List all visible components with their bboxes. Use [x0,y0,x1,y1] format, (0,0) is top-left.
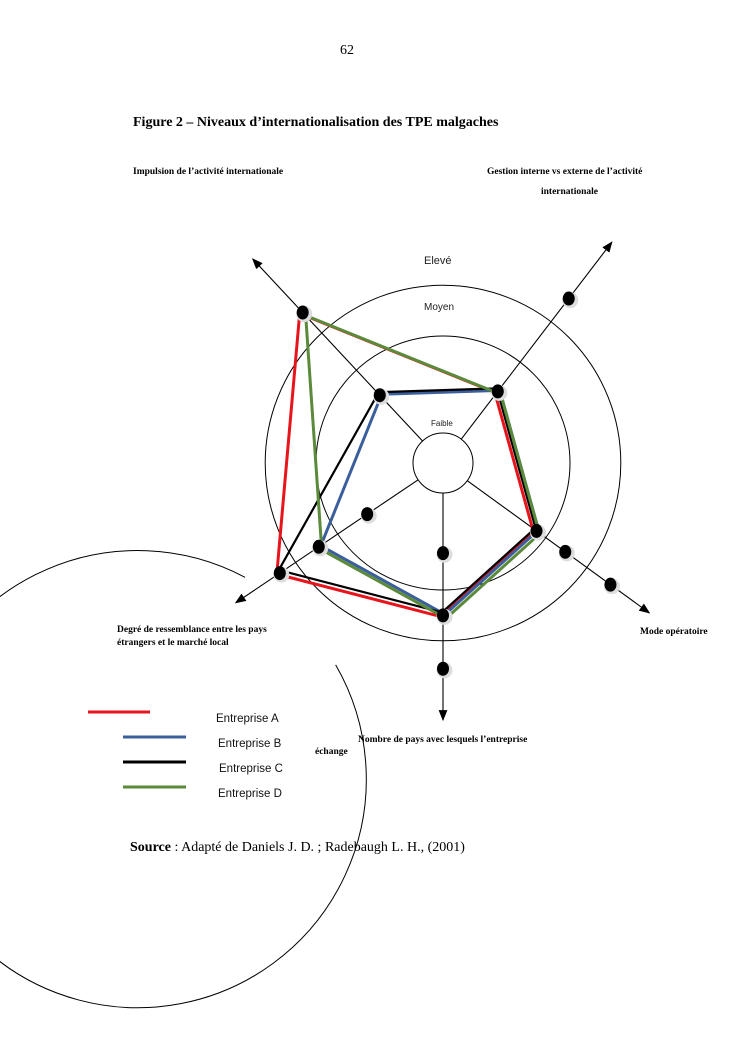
axis-label-gestion-2: internationale [541,187,598,197]
legend-label-c: Entreprise C [219,763,283,775]
data-point-marker [312,539,325,554]
source-label: Source [130,840,171,855]
axis-label-degre-1: Degré de ressemblance entre les pays [117,625,267,635]
series-entreprise-c [277,387,537,614]
ring-label-mid: Moyen [424,302,455,313]
axis-label-nombre-2: échange [315,747,348,757]
axis-label-impulsion: Impulsion de l’activité internationale [133,167,284,177]
data-point-marker [437,608,449,623]
data-point-marker [559,544,572,559]
legend-label-d: Entreprise D [218,788,282,800]
data-point-marker [530,523,543,538]
data-point-marker [604,577,617,592]
source-text: : Adapté de Daniels J. D. ; Radebaugh L.… [170,840,465,855]
series-entreprise-b [318,388,541,617]
legend-label-b: Entreprise B [218,738,282,750]
page-number: 62 [340,43,354,58]
axis-3 [466,480,651,614]
axis-label-degre-2: étrangers et le marché local [117,638,229,648]
data-point-marker [437,546,449,561]
ring-label-high: Elevé [424,255,452,267]
axis-2 [460,241,613,440]
ring-label-low: Faible [431,419,453,428]
axis-5 [234,479,419,604]
data-point-marker [273,566,286,581]
axis-label-nombre-1: Nombre de pays avec lesquels l’entrepris… [358,735,528,745]
data-point-marker [437,661,449,676]
axis-label-mode: Mode opératoire [640,627,708,637]
data-point-marker [296,305,309,320]
legend-label-a: Entreprise A [216,713,279,725]
data-point-marker [491,384,504,399]
series-entreprise-d [304,313,542,621]
center-circle [412,432,474,494]
axis-label-gestion-1: Gestion interne vs externe de l’activité [487,167,643,177]
figure-title: Figure 2 – Niveaux d’internationalisatio… [133,115,499,130]
ring-elevé [0,550,367,1009]
source-note: Source : Adapté de Daniels J. D. ; Radeb… [130,840,465,856]
data-point-marker [361,507,374,522]
data-point-marker [562,291,575,306]
axis-1 [251,258,423,442]
data-point-marker [373,388,386,403]
